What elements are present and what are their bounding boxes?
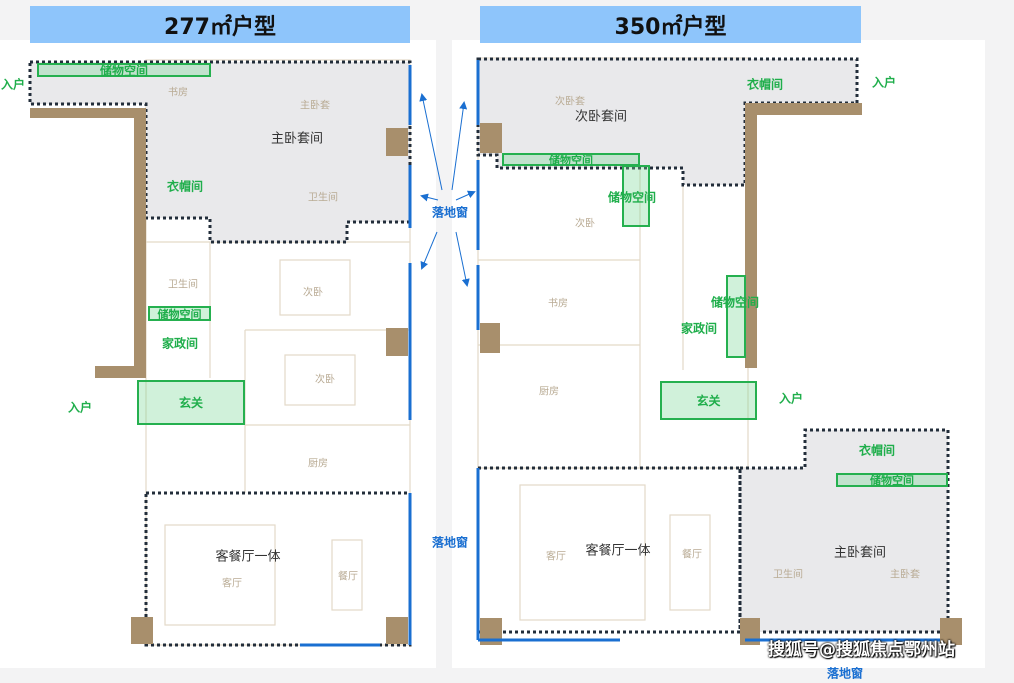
windows	[300, 60, 940, 647]
living-left: 客厅	[222, 578, 242, 590]
storage-space-right-side	[726, 275, 746, 358]
cloakroom-left: 衣帽间	[166, 179, 204, 194]
dining-left: 餐厅	[338, 571, 358, 583]
second-suite-bed-right: 次卧套	[555, 96, 585, 108]
bedroom-3-left: 次卧	[315, 374, 335, 386]
entry-left-side: 入户	[67, 400, 93, 415]
bath-2-left: 卫生间	[168, 279, 198, 291]
entry-left-top: 入户	[0, 77, 26, 92]
study-left: 书房	[168, 87, 188, 99]
storage-space-right-side-label: 储物空间	[710, 295, 760, 310]
second-suite-right: 次卧套间	[574, 109, 628, 125]
cloakroom-right-master: 衣帽间	[858, 443, 896, 458]
window-label-bottom: 落地窗	[431, 535, 469, 550]
dining-right: 餐厅	[682, 549, 702, 561]
bedroom-2-left: 次卧	[303, 287, 323, 299]
storage-space-right-top: 储物空间	[502, 153, 640, 167]
storage-space-left-top: 储物空间	[37, 63, 211, 78]
header-350: 350㎡户型	[480, 6, 861, 43]
housekeeping-right: 家政间	[680, 321, 718, 336]
entry-right-top: 入户	[871, 75, 897, 90]
header-277: 277㎡户型	[30, 6, 410, 43]
storage-space-right-vertical	[622, 165, 650, 227]
source-watermark: 搜狐号@搜狐焦点鄂州站	[768, 640, 955, 660]
master-bed-left: 主卧套	[300, 100, 330, 112]
walls	[30, 103, 962, 645]
bedroom-2-right: 次卧	[575, 218, 595, 230]
cloakroom-right-top: 衣帽间	[746, 77, 784, 92]
entry-right-side: 入户	[778, 391, 804, 406]
master-suite-left: 主卧套间	[270, 131, 324, 147]
master-bed-right: 主卧套	[890, 569, 920, 581]
living-dining-left: 客餐厅一体	[215, 549, 281, 565]
living-dining-right: 客餐厅一体	[585, 543, 651, 559]
window-arrows	[419, 93, 476, 287]
window-label-right-bottom: 落地窗	[826, 666, 864, 681]
foyer-right: 玄关	[660, 381, 757, 420]
bath-right: 卫生间	[773, 569, 803, 581]
storage-space-right-master: 储物空间	[836, 473, 948, 487]
study-right: 书房	[548, 298, 568, 310]
foyer-left: 玄关	[137, 380, 245, 425]
housekeeping-left: 家政间	[161, 336, 199, 351]
storage-space-left-mid: 储物空间	[148, 306, 211, 321]
kitchen-left: 厨房	[308, 458, 328, 470]
living-right: 客厅	[546, 551, 566, 563]
bath-master-left: 卫生间	[308, 192, 338, 204]
kitchen-right: 厨房	[539, 386, 559, 398]
master-suite-right: 主卧套间	[833, 545, 887, 561]
window-label-top: 落地窗	[431, 205, 469, 220]
storage-space-right-vertical-label: 储物空间	[607, 190, 657, 205]
